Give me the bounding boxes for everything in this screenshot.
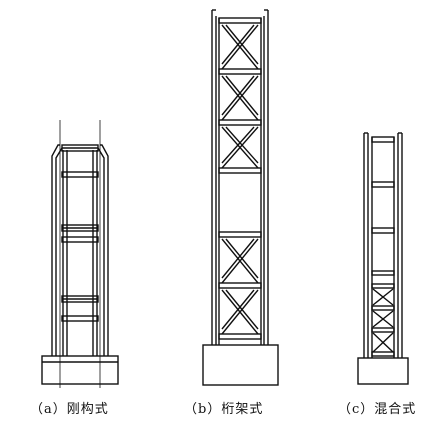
caption-mixed: （c）混合式	[338, 402, 417, 417]
caption-truss: （b）桁架式	[184, 402, 264, 417]
rigid-frame-beams	[61, 144, 99, 322]
truss-bracing-lower	[218, 238, 262, 340]
mixed-beams	[371, 136, 395, 276]
truss-bracing-upper	[218, 24, 262, 174]
rigid-frame-tower	[41, 120, 119, 388]
truss-tower	[202, 9, 279, 386]
mixed-tower	[357, 132, 409, 385]
truss-base	[202, 344, 279, 386]
mixed-bracing	[371, 283, 395, 357]
caption-rigid-frame: （a）刚构式	[30, 402, 109, 417]
mixed-base	[357, 357, 409, 385]
rigid-frame-base	[41, 355, 119, 385]
